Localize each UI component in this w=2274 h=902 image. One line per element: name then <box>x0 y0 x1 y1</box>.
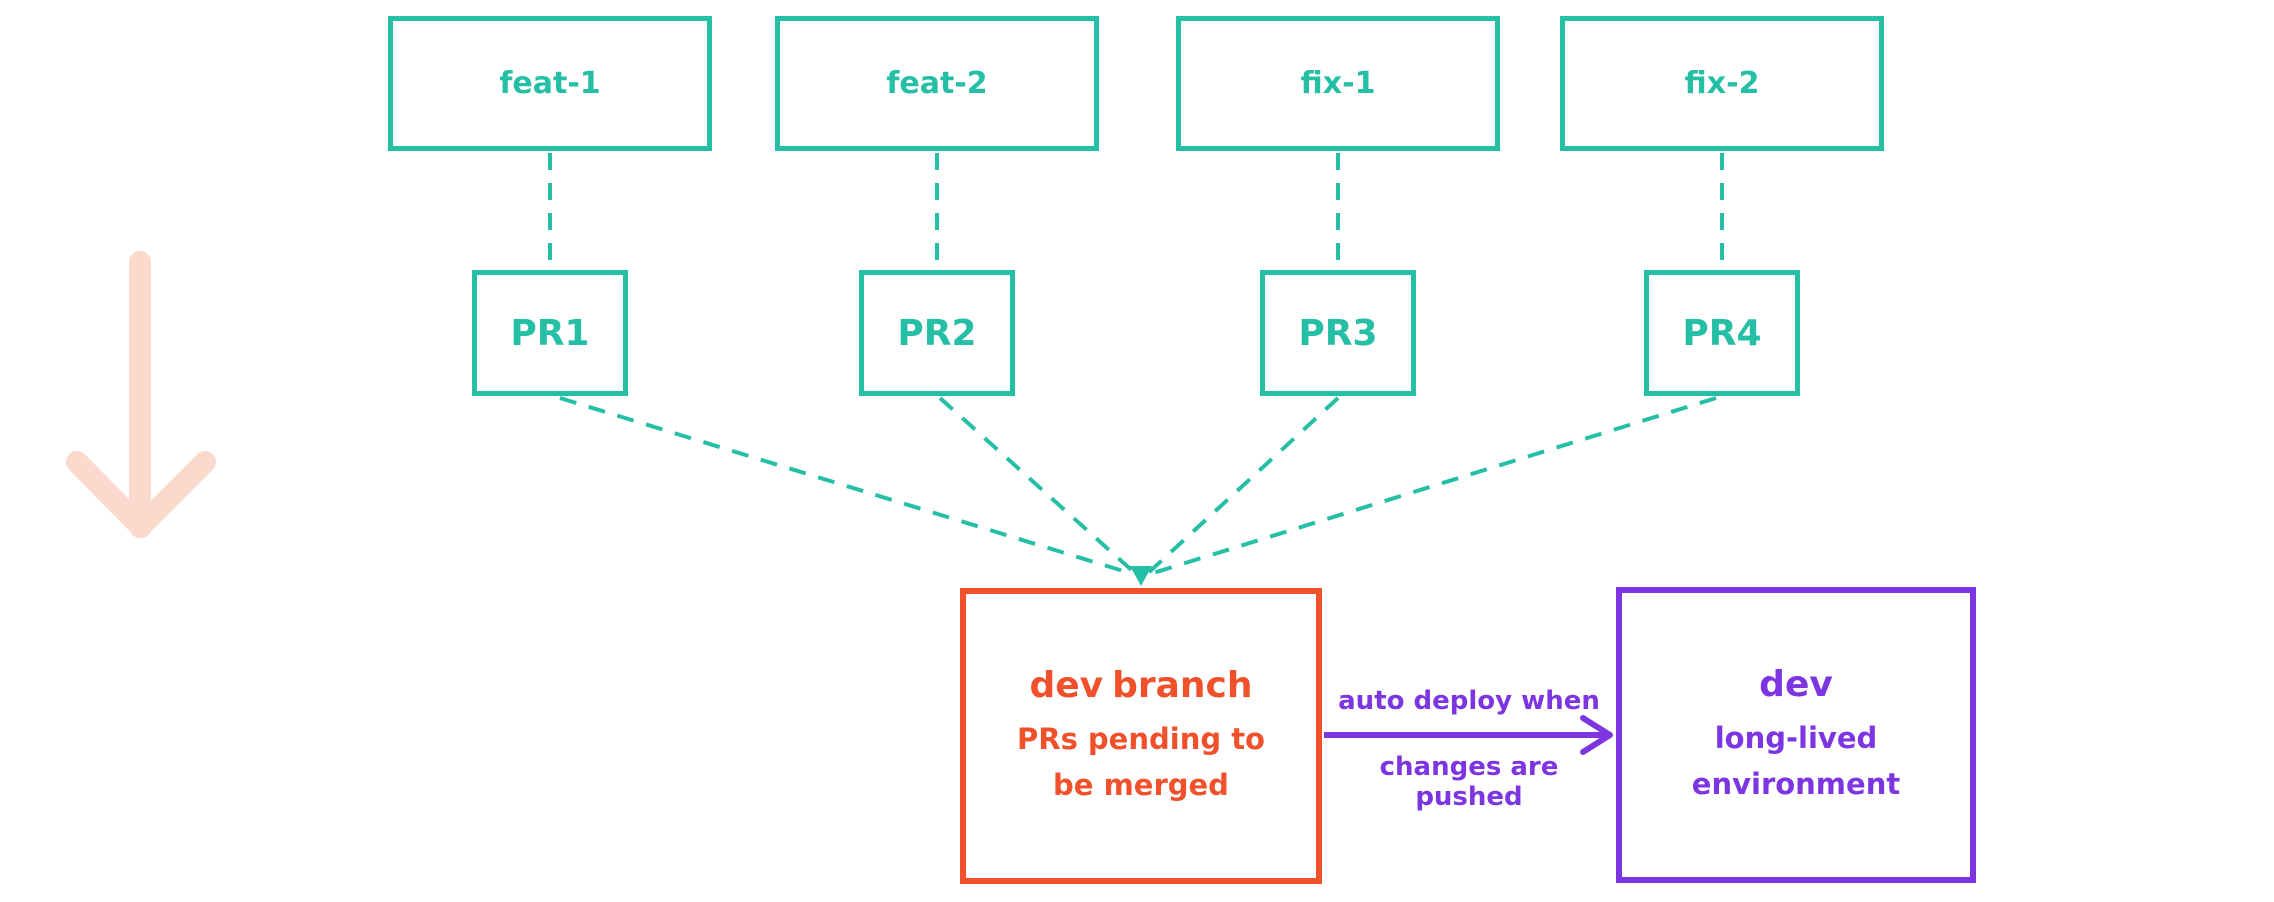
dev-branch-subtitle-line2: be merged <box>1053 768 1229 803</box>
dev-environment-line1: long-lived <box>1714 721 1878 755</box>
pull-request-label: PR3 <box>1298 312 1378 354</box>
deploy-label-line1: auto deploy when <box>1338 686 1600 716</box>
merge-line-pr4-to-dev <box>1149 396 1717 576</box>
merge-line-pr1-to-dev <box>559 396 1134 576</box>
pull-request-label: PR1 <box>510 312 590 354</box>
merge-line-pr2-to-dev <box>938 396 1139 577</box>
feature-branch-box-1: feat-1 <box>388 16 712 151</box>
fix-branch-label: fix-2 <box>1684 66 1760 101</box>
pull-request-label: PR4 <box>1682 312 1762 354</box>
deploy-arrow-icon <box>1580 715 1613 755</box>
dev-environment-box: dev long-lived environment <box>1616 587 1976 883</box>
deploy-label-line2: changes are pushed <box>1379 752 1559 812</box>
dev-branch-title-emphasis: dev <box>1029 665 1104 707</box>
pull-request-box-2: PR2 <box>859 270 1015 396</box>
dev-environment-title: dev <box>1759 662 1833 709</box>
pull-request-label: PR2 <box>897 312 977 354</box>
pull-request-box-4: PR4 <box>1644 270 1800 396</box>
dev-environment-title-text: dev <box>1759 664 1833 706</box>
merge-arrowhead-icon <box>1130 566 1152 586</box>
fix-branch-label: fix-1 <box>1300 66 1376 101</box>
pull-request-box-1: PR1 <box>472 270 628 396</box>
feature-branch-label: feat-1 <box>499 66 601 101</box>
dev-branch-subtitle-line1: PRs pending to <box>1016 722 1265 756</box>
dev-branch-title-rest: branch <box>1112 665 1253 707</box>
feature-branch-box-2: feat-2 <box>775 16 1099 151</box>
feature-branch-label: feat-2 <box>886 66 988 101</box>
dev-branch-box: dev branch PRs pending to be merged <box>960 588 1322 884</box>
dev-branch-title: dev branch <box>1029 663 1252 710</box>
fix-branch-box-1: fix-1 <box>1176 16 1500 151</box>
workflow-down-arrow-icon <box>66 251 216 538</box>
dev-environment-line2: environment <box>1691 767 1901 802</box>
merge-line-pr3-to-dev <box>1144 396 1340 577</box>
fix-branch-box-2: fix-2 <box>1560 16 1884 151</box>
pull-request-box-3: PR3 <box>1260 270 1416 396</box>
